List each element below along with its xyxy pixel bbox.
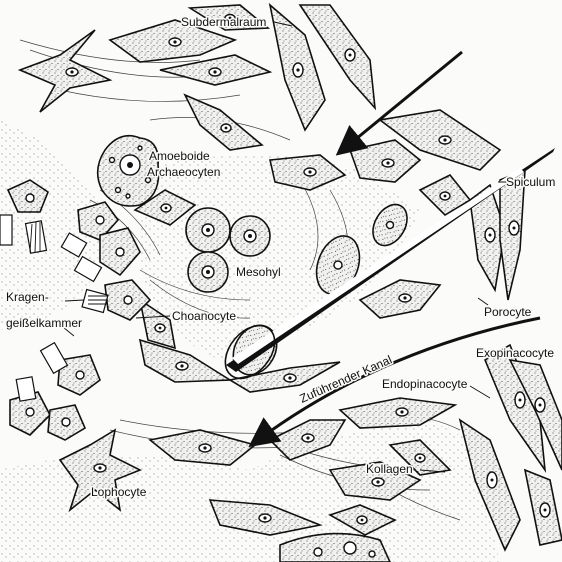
label-kollagen: Kollagen [366, 462, 413, 476]
lower-mesohyl-region [0, 420, 500, 562]
label-archaeocyten: Archaeocyten [147, 165, 220, 179]
label-porocyte: Porocyte [484, 305, 532, 319]
label-geisselkammer: geißelkammer [6, 316, 82, 330]
label-mesohyl: Mesohyl [236, 265, 281, 279]
label-zufuehrender-kanal: Zuführender Kanal [298, 353, 395, 406]
label-subdermalraum: Subdermalraum [181, 15, 266, 29]
label-endopinacocyte: Endopinacocyte [382, 377, 468, 391]
pinacocyte-cell [20, 30, 110, 112]
label-spiculum: Spiculum [506, 175, 555, 189]
label-choanocyte: Choanocyte [172, 309, 236, 323]
label-amoeboide: Amoeboide [149, 149, 210, 163]
pinacocyte-cell [185, 95, 262, 150]
label-exopinacocyte: Exopinacocyte [476, 346, 554, 360]
label-kragen: Kragen- [6, 290, 49, 304]
label-lophocyte: Lophocyte [91, 485, 147, 499]
